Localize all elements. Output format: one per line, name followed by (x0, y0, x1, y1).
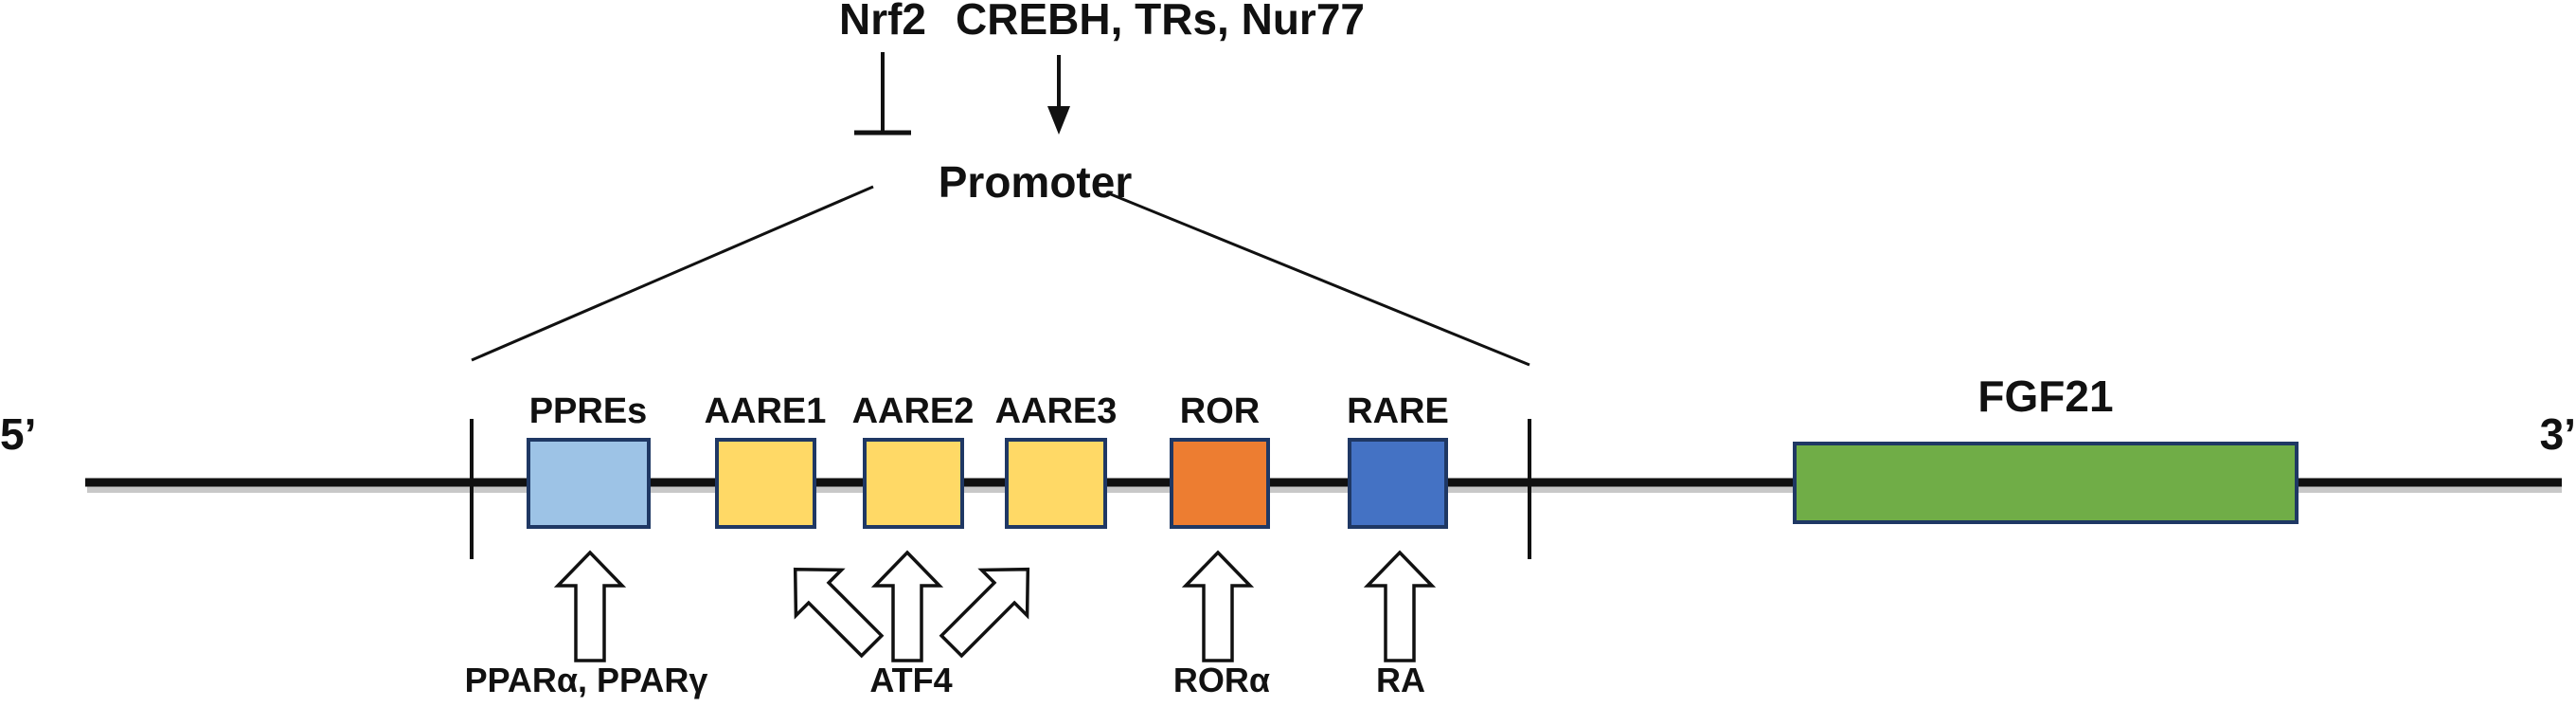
ppres-box (527, 438, 651, 529)
ror-alpha-binder-label: RORα (1173, 661, 1270, 699)
promoter-expansion-right (1105, 190, 1530, 367)
ror-box (1170, 438, 1270, 529)
aare3-label: AARE3 (995, 391, 1118, 431)
aare2-box (863, 438, 964, 529)
aare1-label: AARE1 (705, 391, 827, 431)
ppar-binder-label: PPARα, PPARγ (465, 661, 708, 699)
promoter-expansion-left (471, 185, 874, 362)
three-prime-label: 3’ (2540, 409, 2576, 459)
rare-binding-arrow-icon (1366, 551, 1434, 662)
ror-binding-arrow-icon (1184, 551, 1252, 662)
nrf2-label: Nrf2 (839, 0, 926, 44)
aare3-box (1005, 438, 1107, 529)
five-prime-label: 5’ (0, 409, 36, 459)
promoter-label: Promoter (939, 157, 1133, 207)
ror-label: ROR (1180, 391, 1260, 431)
atf4-binder-label: ATF4 (869, 661, 952, 699)
aare2-label: AARE2 (852, 391, 975, 431)
ppres-label: PPREs (529, 391, 648, 431)
rare-label: RARE (1347, 391, 1449, 431)
activation-arrow-head (1047, 106, 1070, 135)
aare3-binding-arrow-icon (926, 544, 1053, 671)
ra-binder-label: RA (1376, 661, 1425, 699)
aare1-binding-arrow-icon (770, 544, 897, 671)
rare-box (1348, 438, 1448, 529)
aare1-box (715, 438, 816, 529)
fgf21-label: FGF21 (1977, 372, 2113, 421)
fgf21-gene-box (1793, 442, 2299, 524)
activators-label: CREBH, TRs, Nur77 (956, 0, 1365, 44)
ppres-binding-arrow-icon (556, 551, 624, 662)
aare2-binding-arrow-icon (873, 551, 941, 662)
